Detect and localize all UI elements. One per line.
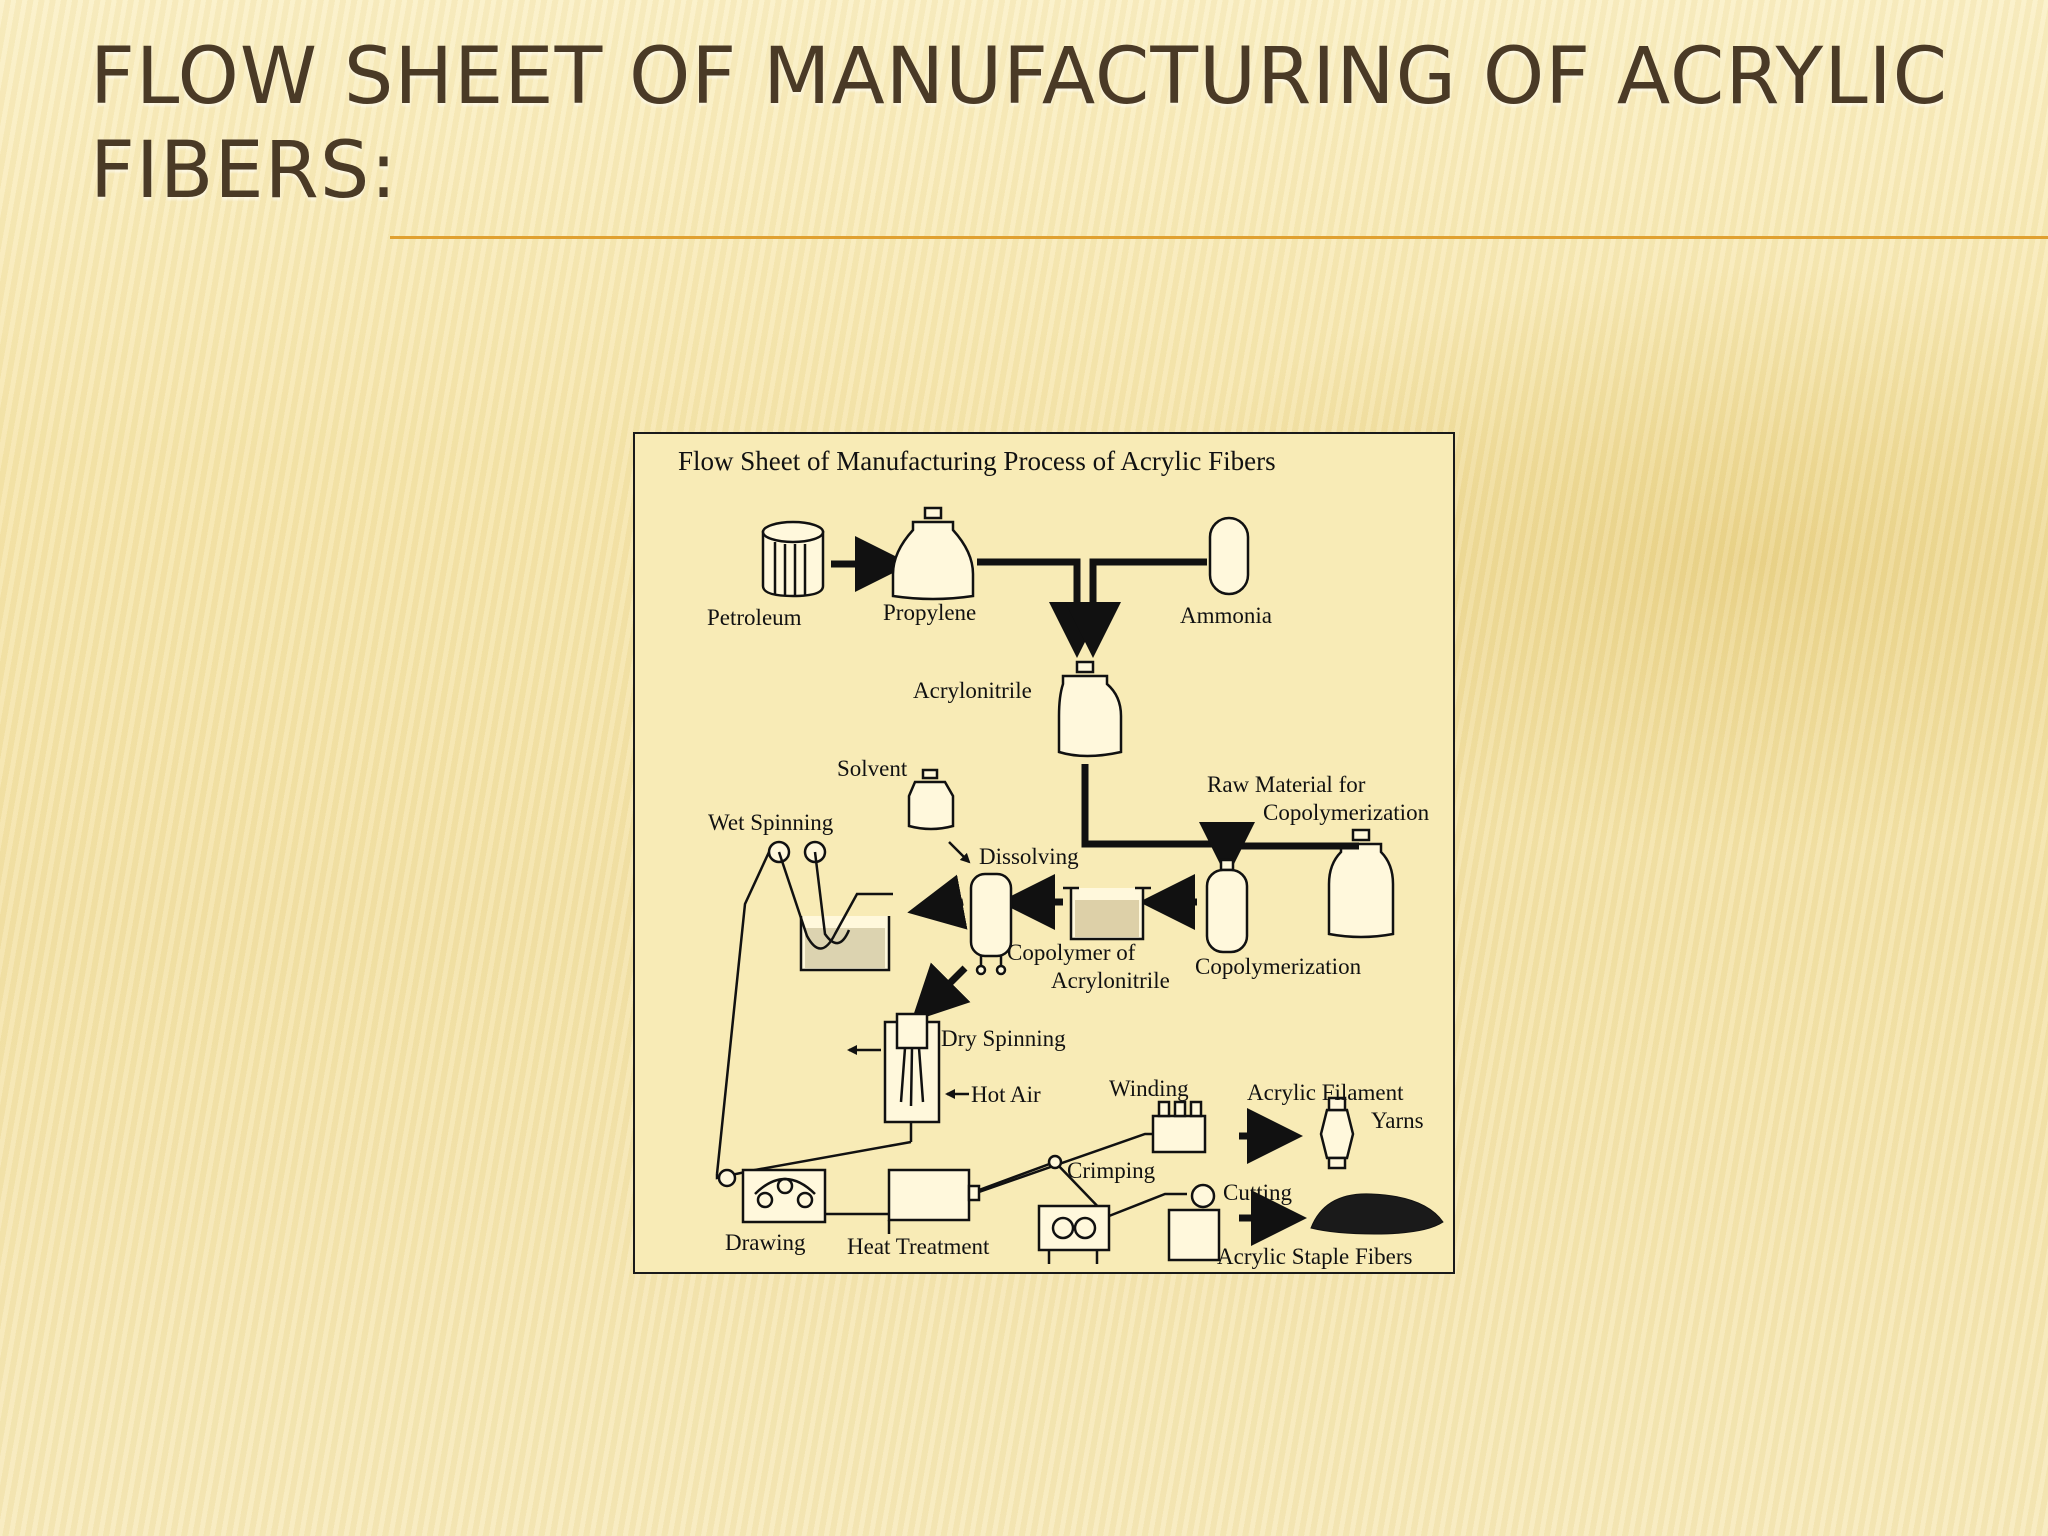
drawing-label: Drawing: [725, 1230, 806, 1255]
crimping-machine-icon: [1037, 1204, 1111, 1264]
heat-treatment-unit-icon: [887, 1168, 981, 1234]
copolymer-label-line2: Acrylonitrile: [1051, 968, 1170, 993]
propylene-label: Propylene: [883, 600, 976, 625]
solvent-bottle-icon: [907, 768, 955, 831]
propylene-bottle-icon: [891, 506, 975, 601]
copolymer-label-line1: Copolymer of: [1007, 940, 1136, 965]
staple-fiber-pile-icon: [1310, 1193, 1444, 1235]
wet-spinning-bath-icon: [715, 840, 893, 1175]
hot-air-label: Hot Air: [971, 1082, 1041, 1107]
dissolving-tank-icon: [969, 872, 1013, 976]
cutting-label: Cutting: [1223, 1180, 1293, 1205]
copolymerization-reactor-icon: [1205, 858, 1249, 954]
propylene-to-acrylonitrile-arrow: [977, 558, 1105, 658]
ammonia-to-acrylonitrile-arrow: [1065, 558, 1207, 658]
diagram-heading: Flow Sheet of Manufacturing Process of A…: [678, 446, 1276, 476]
ammonia-tank-icon: [1208, 516, 1250, 596]
raw-material-label-line1: Raw Material for: [1207, 772, 1366, 797]
cutting-machine-icon: [1167, 1183, 1221, 1262]
crimping-label: Crimping: [1067, 1158, 1156, 1183]
acrylonitrile-label: Acrylonitrile: [913, 678, 1032, 703]
petroleum-label: Petroleum: [707, 605, 802, 630]
crimping-roller-icon: [1047, 1154, 1063, 1170]
fiber-path-line: [715, 1140, 912, 1180]
slide-title: FLOW SHEET OF MANUFACTURING OF ACRYLIC F…: [90, 32, 1949, 216]
copolymerization-label: Copolymerization: [1195, 954, 1362, 979]
crimping-to-cutting-line: [1108, 1192, 1187, 1218]
staple-fibers-label: Acrylic Staple Fibers: [1217, 1244, 1413, 1269]
dry-spinning-label: Dry Spinning: [941, 1026, 1066, 1051]
winding-label: Winding: [1109, 1076, 1189, 1101]
flow-sheet-figure: Flow Sheet of Manufacturing Process of A…: [633, 432, 1455, 1274]
guide-roller-icon: [717, 1168, 737, 1188]
acrylonitrile-to-copolymerization-arrow: [1081, 764, 1255, 878]
wet-spinning-label: Wet Spinning: [708, 810, 834, 835]
filament-label-line2: Yarns: [1371, 1108, 1424, 1133]
winding-machine-icon: [1151, 1100, 1207, 1154]
raw-material-bottle-icon: [1327, 828, 1395, 939]
solvent-to-dissolving-arrow: [948, 841, 971, 864]
drawing-unit-icon: [741, 1168, 827, 1224]
dry-spinning-column-icon: [847, 1012, 941, 1142]
heat-treatment-label: Heat Treatment: [847, 1234, 990, 1259]
filament-yarn-icon: [1319, 1096, 1355, 1170]
dissolving-to-dry-spinning-arrow: [911, 962, 971, 1022]
ammonia-label: Ammonia: [1180, 603, 1272, 628]
petroleum-drum-icon: [761, 520, 825, 598]
solvent-label: Solvent: [837, 756, 908, 781]
acrylonitrile-bottle-icon: [1057, 660, 1123, 758]
title-divider: [390, 236, 2048, 239]
copolymer-bath-icon: [1063, 886, 1151, 941]
flow-sheet-diagram: Flow Sheet of Manufacturing Process of A…: [678, 446, 1444, 1269]
dissolving-to-wet-spinning-arrow: [907, 874, 968, 930]
filament-label-line1: Acrylic Filament: [1247, 1080, 1404, 1105]
raw-material-label-line2: Copolymerization: [1263, 800, 1430, 825]
dissolving-label: Dissolving: [979, 844, 1079, 869]
